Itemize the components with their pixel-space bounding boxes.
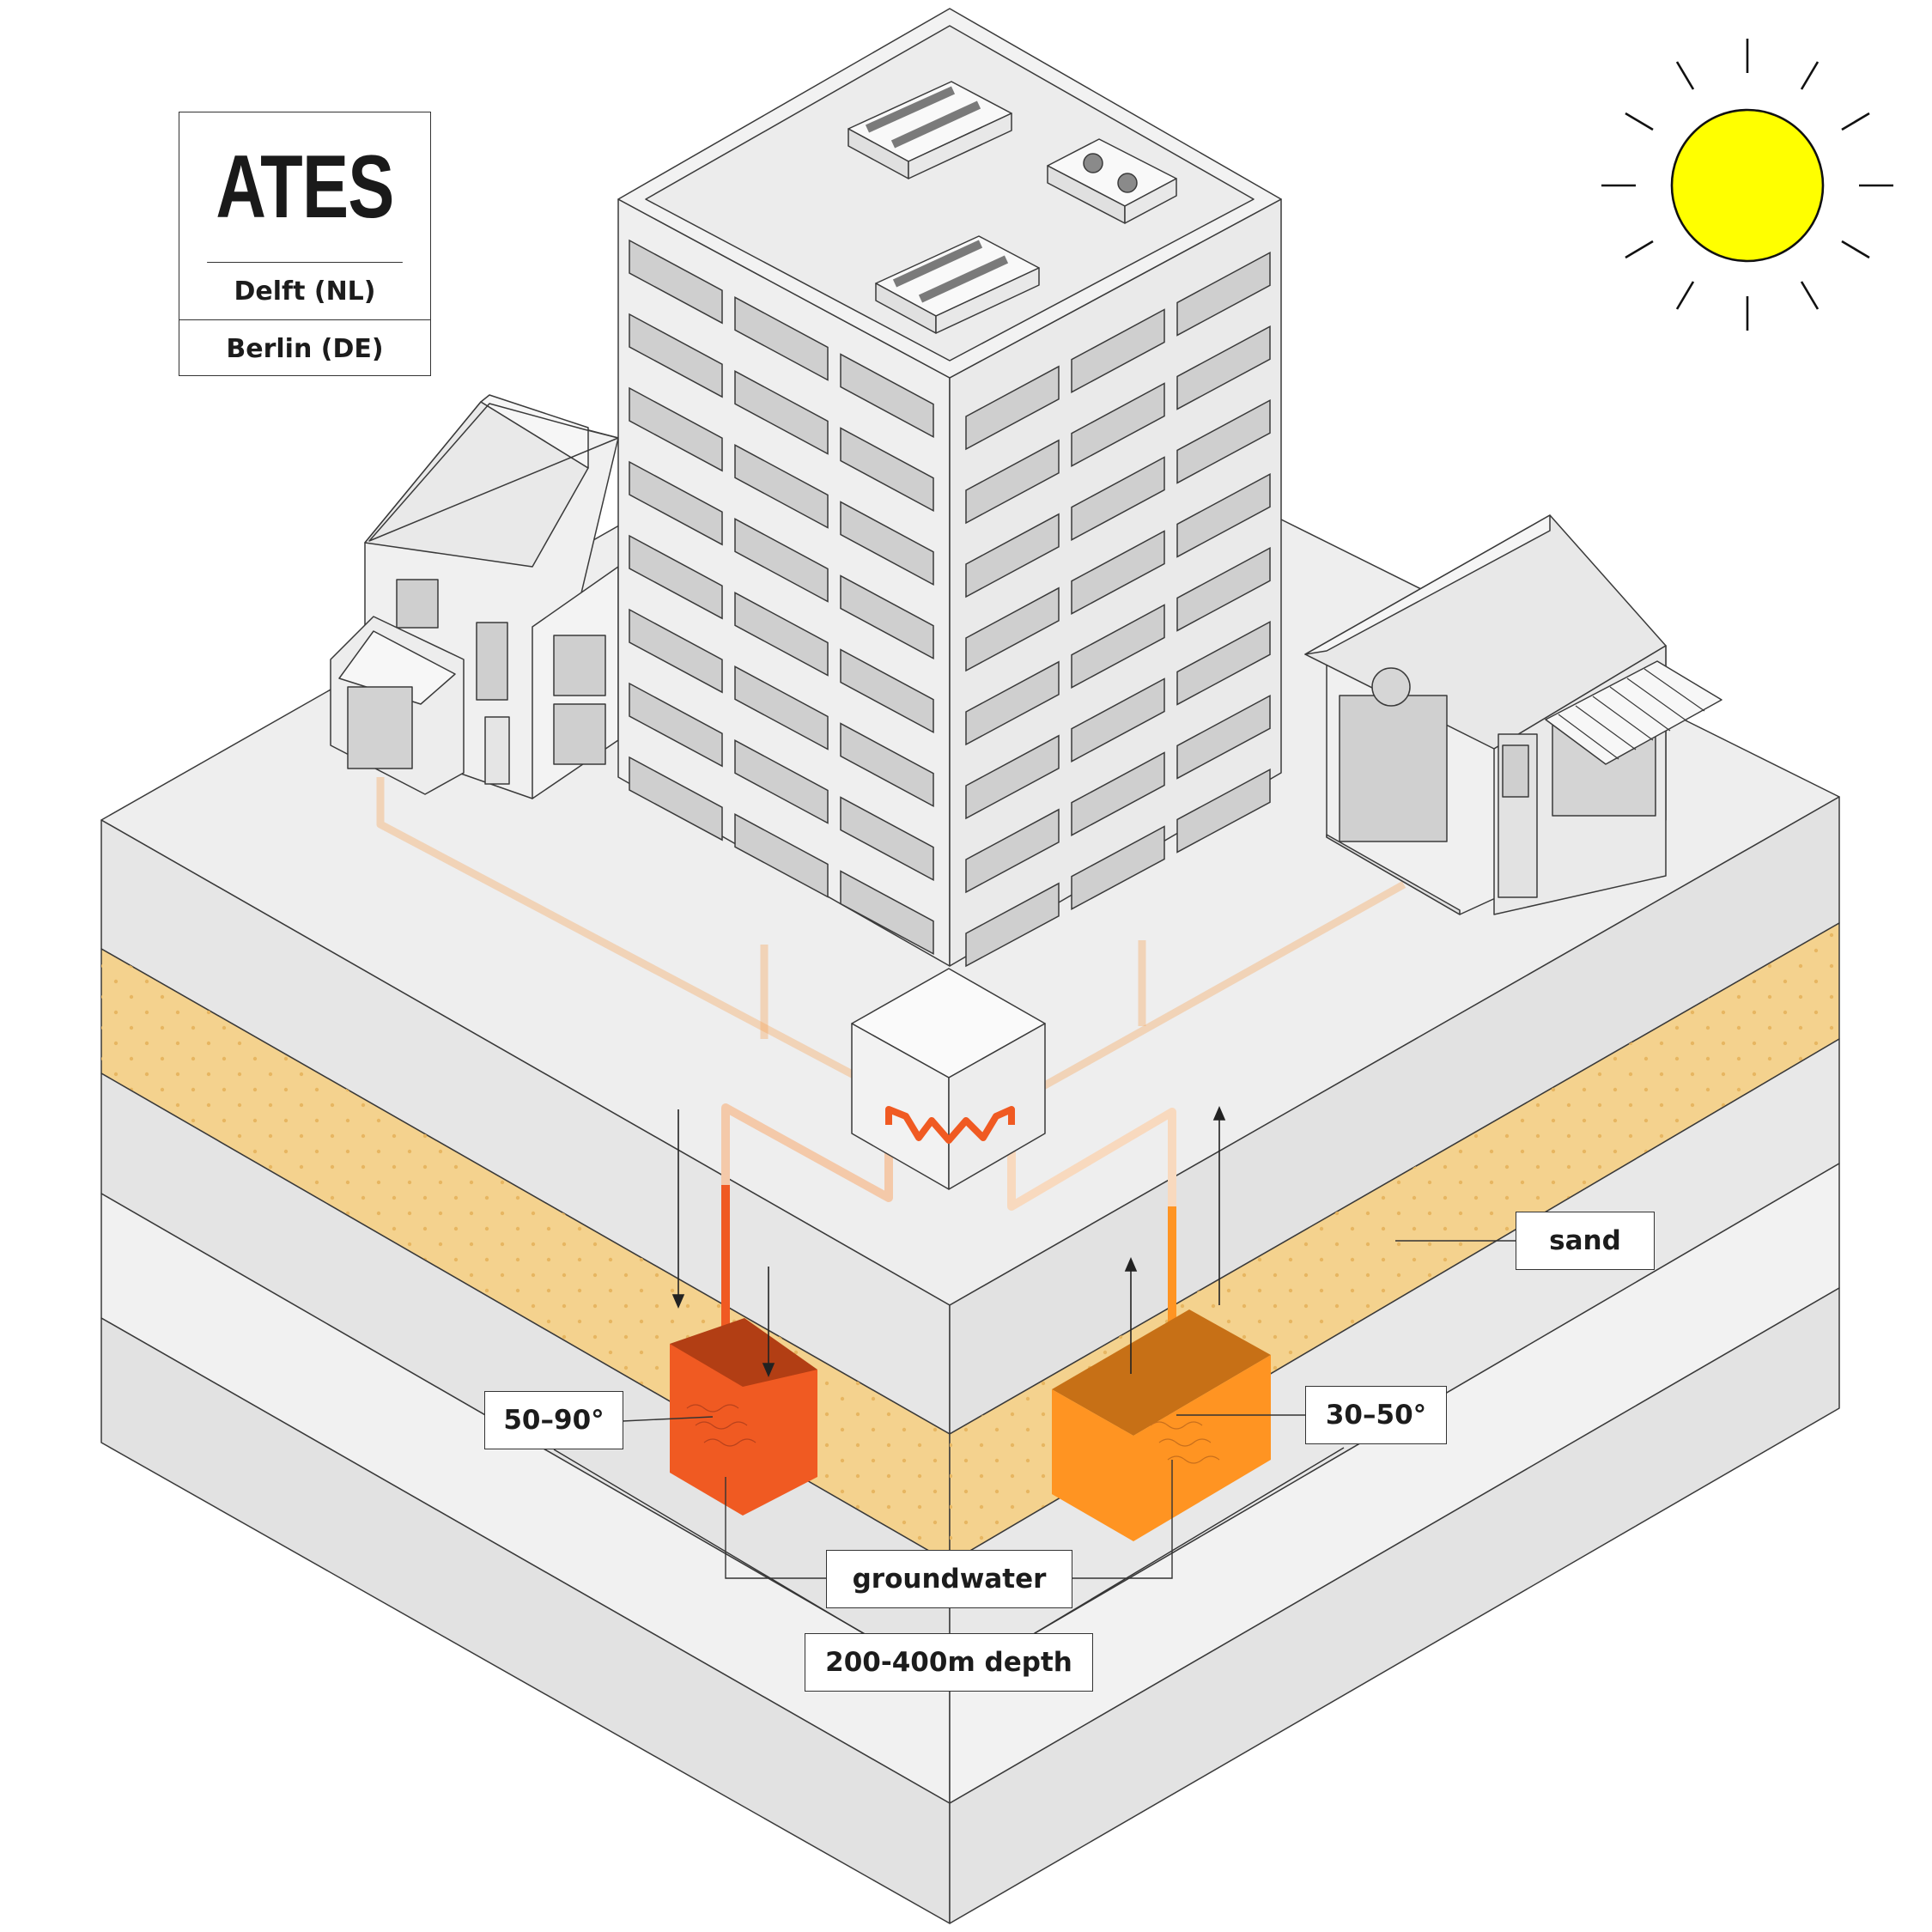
tower-window	[840, 796, 934, 882]
tower-window	[840, 574, 934, 660]
tower-window	[1071, 604, 1165, 689]
groundwater-label: groundwater	[826, 1550, 1072, 1608]
tower-window	[629, 386, 723, 472]
left-house	[330, 394, 619, 799]
tower-window	[629, 682, 723, 768]
tower-window	[734, 813, 829, 898]
tower-window	[1071, 382, 1165, 467]
location-delft: Delft (NL)	[179, 263, 430, 320]
tower-window	[629, 608, 723, 694]
surface-pipes	[376, 777, 1406, 1090]
sun-icon	[1601, 39, 1893, 331]
tower-window	[629, 534, 723, 620]
tower-window	[1176, 325, 1271, 410]
tower-window	[1176, 768, 1271, 854]
tower-window	[1176, 694, 1271, 780]
tower-window	[840, 870, 934, 956]
tower-window	[840, 427, 934, 513]
tower-window	[1071, 530, 1165, 615]
tower-window	[1176, 546, 1271, 632]
tower-window	[965, 882, 1060, 968]
tower-window	[1071, 308, 1165, 393]
warm-temperature-label: 30–50°	[1305, 1386, 1447, 1444]
tower-window	[1176, 620, 1271, 706]
tower-window	[965, 808, 1060, 894]
tower-window	[629, 756, 723, 841]
tower-window	[1176, 251, 1271, 337]
tower-window	[1176, 398, 1271, 484]
legend-title: ATES	[207, 112, 403, 263]
tower-window	[629, 239, 723, 325]
tower-window	[629, 460, 723, 546]
warm-well	[1052, 1309, 1271, 1541]
tower-window	[965, 513, 1060, 598]
tower-window	[1071, 456, 1165, 541]
tower-window	[734, 370, 829, 455]
tower-window	[734, 296, 829, 381]
depth-label: 200-400m depth	[805, 1633, 1093, 1692]
tower-window	[965, 365, 1060, 451]
tower-window	[734, 444, 829, 529]
legend-card: ATES Delft (NL) Berlin (DE)	[179, 112, 431, 376]
leader-lines	[553, 1240, 1516, 1634]
tower-window	[1071, 677, 1165, 762]
flow-arrows	[671, 1105, 1226, 1378]
location-berlin: Berlin (DE)	[226, 333, 384, 364]
tower-windows	[629, 239, 1271, 968]
tower-window	[734, 592, 829, 677]
tower-window	[965, 734, 1060, 820]
tower-window	[734, 739, 829, 824]
hot-well	[670, 1318, 817, 1516]
tower-window	[734, 665, 829, 750]
tower-window	[629, 313, 723, 398]
tower-window	[965, 439, 1060, 525]
tower-window	[734, 518, 829, 603]
right-house	[1304, 514, 1722, 915]
tower-window	[840, 353, 934, 439]
tower-window	[1071, 825, 1165, 910]
tower-window	[965, 586, 1060, 672]
tower-window	[965, 660, 1060, 746]
sand-label: sand	[1516, 1212, 1655, 1270]
tower-window	[840, 501, 934, 586]
tower-window	[840, 648, 934, 734]
heat-exchanger-icon	[851, 968, 1046, 1190]
tower-window	[1176, 472, 1271, 558]
layer-base-right	[949, 1287, 1840, 1924]
tower-window	[1071, 751, 1165, 836]
tower-window	[840, 722, 934, 808]
hot-temperature-label: 50–90°	[484, 1391, 623, 1449]
